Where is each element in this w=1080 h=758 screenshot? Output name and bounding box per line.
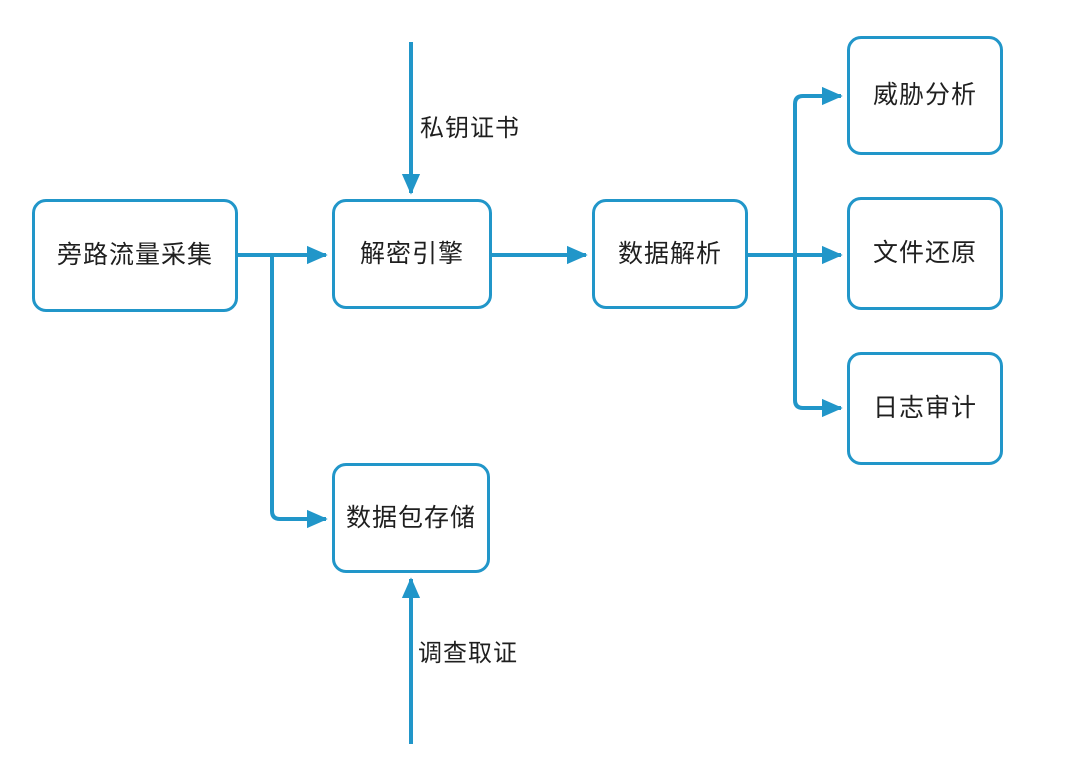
node-decryption-engine[interactable]: 解密引擎 (332, 199, 492, 309)
edge-capture-to-storage (270, 255, 328, 529)
node-file-restoration[interactable]: 文件还原 (847, 197, 1003, 310)
node-threat-analysis[interactable]: 威胁分析 (847, 36, 1003, 155)
edge-label-investigation-forensics: 调查取证 (418, 640, 518, 667)
node-traffic-capture-label: 旁路流量采集 (56, 241, 213, 269)
node-decryption-engine-label: 解密引擎 (359, 239, 464, 268)
node-log-audit-label: 日志审计 (872, 394, 977, 422)
node-threat-analysis-label: 威胁分析 (872, 81, 977, 109)
node-packet-storage-label: 数据包存储 (345, 503, 476, 532)
node-traffic-capture[interactable]: 旁路流量采集 (32, 199, 238, 312)
node-packet-storage[interactable]: 数据包存储 (332, 463, 490, 573)
edge-parse-to-threat (793, 86, 843, 255)
node-log-audit[interactable]: 日志审计 (847, 352, 1003, 465)
node-data-parsing[interactable]: 数据解析 (592, 199, 748, 309)
node-file-restoration-label: 文件还原 (872, 239, 977, 267)
edge-label-private-key-certificate: 私钥证书 (420, 115, 520, 142)
node-data-parsing-label: 数据解析 (617, 239, 722, 268)
edge-parse-to-log (793, 255, 843, 418)
